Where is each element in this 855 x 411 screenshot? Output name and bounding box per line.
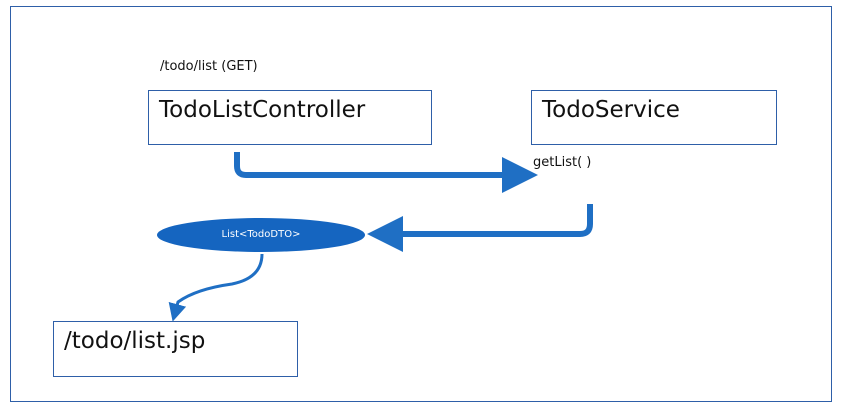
view-box: /todo/list.jsp bbox=[53, 321, 298, 377]
result-label: List<TodoDTO> bbox=[221, 229, 301, 240]
service-box: TodoService bbox=[531, 90, 777, 145]
diagram-frame bbox=[10, 6, 832, 402]
controller-label: TodoListController bbox=[159, 97, 366, 123]
service-to-result-arrow bbox=[367, 204, 593, 252]
controller-to-service-arrow bbox=[234, 152, 538, 193]
route-label: /todo/list (GET) bbox=[160, 59, 258, 74]
result-ellipse bbox=[157, 218, 365, 252]
view-label: /todo/list.jsp bbox=[64, 328, 206, 354]
service-label: TodoService bbox=[542, 97, 680, 123]
result-to-view-arrow bbox=[168, 253, 264, 322]
controller-box: TodoListController bbox=[148, 90, 432, 145]
service-method-label: getList( ) bbox=[533, 155, 592, 170]
